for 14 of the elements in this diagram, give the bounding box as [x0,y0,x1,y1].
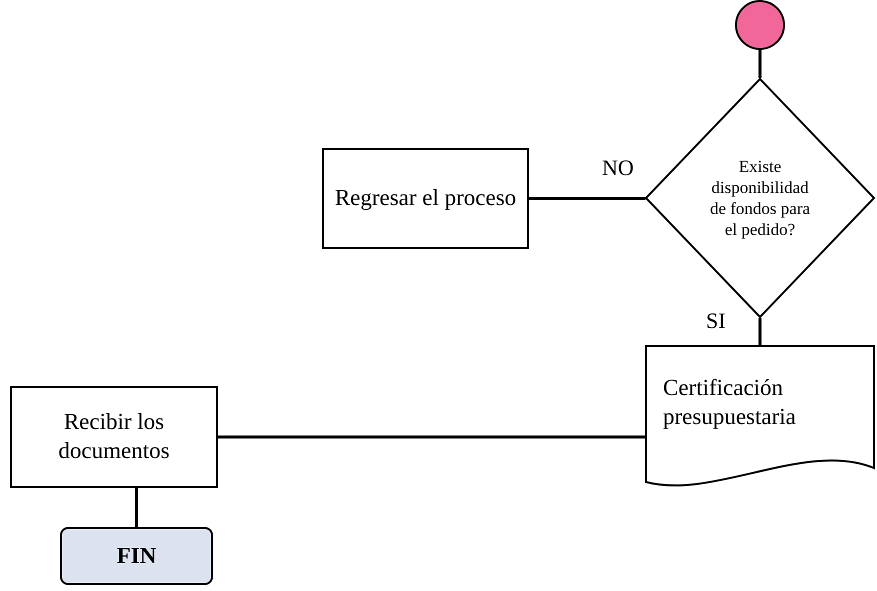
end-terminal [60,527,213,585]
decision-text: Existe disponibilidad de fondos para el pedido? [708,156,812,242]
process-box [10,386,218,488]
end-label: FIN [116,542,158,570]
connector-line [758,318,762,345]
process-box [322,148,529,249]
process-text: Regresar el proceso [334,184,518,212]
start-circle [735,0,785,50]
connector-line [135,488,138,527]
connector-line [758,50,762,78]
process-text: Recibir los documentos [57,408,171,465]
connector-line [218,436,645,438]
document-text: Certificación presupuestaria [663,374,797,431]
connector-line [529,197,646,200]
